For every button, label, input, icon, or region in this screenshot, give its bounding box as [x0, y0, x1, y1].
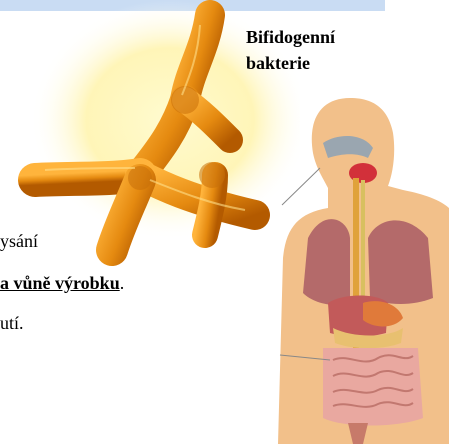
pointer-line-mouth [282, 168, 320, 205]
pointer-line-intestine [280, 355, 330, 360]
